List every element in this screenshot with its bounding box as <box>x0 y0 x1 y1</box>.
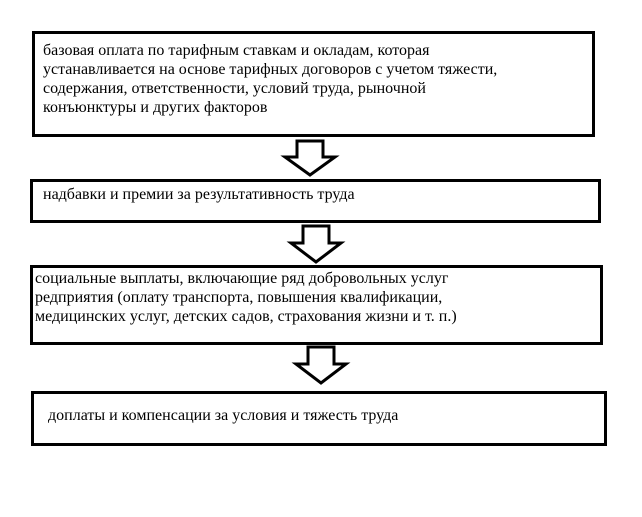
block-bonuses-text: надбавки и премии за результативность тр… <box>43 186 355 203</box>
block-social-payments-text: социальные выплаты, включающие ряд добро… <box>35 270 457 325</box>
down-arrow-icon <box>286 224 346 264</box>
block-compensations: доплаты и компенсации за условия и тяжес… <box>31 391 607 446</box>
block-social-payments: социальные выплаты, включающие ряд добро… <box>30 265 603 345</box>
block-bonuses: надбавки и премии за результативность тр… <box>30 179 601 223</box>
block-base-pay: базовая оплата по тарифным ставкам и окл… <box>32 31 595 137</box>
block-base-pay-text: базовая оплата по тарифным ставкам и окл… <box>43 42 498 116</box>
block-compensations-text: доплаты и компенсации за условия и тяжес… <box>48 407 399 424</box>
down-arrow-icon <box>291 345 351 385</box>
down-arrow-icon <box>280 139 340 177</box>
